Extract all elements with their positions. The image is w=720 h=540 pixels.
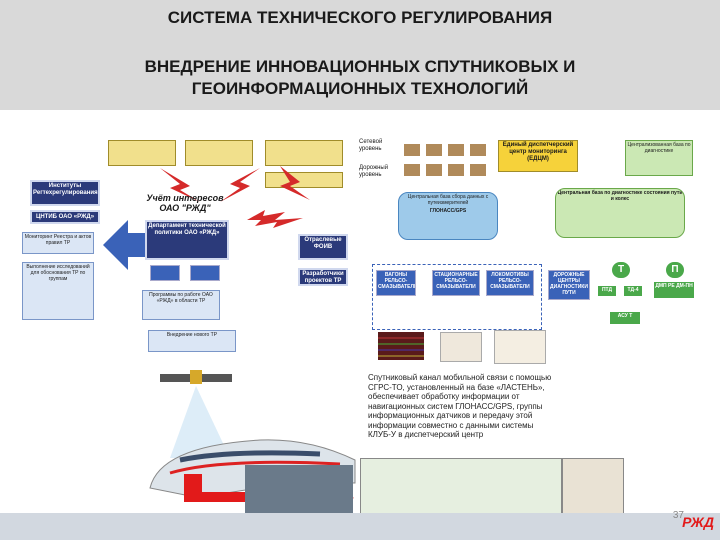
road-centers-box: ДОРОЖНЫЕ ЦЕНТРЫ ДИАГНОСТИКИ ПУТИ bbox=[548, 270, 590, 300]
implementation-box: Внедрение нового ТР bbox=[148, 330, 236, 352]
central-db-label: Центральная база сбора данных с путеизме… bbox=[407, 194, 489, 206]
blue-arrow-left bbox=[103, 220, 153, 270]
interests-label: Учёт интересов ОАО "РЖД" bbox=[146, 193, 224, 213]
top-box-4 bbox=[265, 172, 343, 188]
diag-db-box: Централизованная база по диагностике bbox=[625, 140, 693, 176]
network-level-label: Сетевой уровень bbox=[359, 139, 383, 152]
subtitle-line-1: ВНЕДРЕНИЕ ИННОВАЦИОННЫХ СПУТНИКОВЫХ И bbox=[144, 57, 576, 76]
edcm-box: Единый диспетчерский центр мониторинга (… bbox=[498, 140, 578, 172]
satellite-description: Спутниковый канал мобильной связи с помо… bbox=[368, 373, 552, 439]
map-thumbnail-2 bbox=[494, 330, 546, 364]
developers-box: Разработчики проектов ТР bbox=[298, 268, 348, 286]
red-arrow-mid bbox=[247, 210, 303, 228]
subtitle-line-2: ГЕОИНФОРМАЦИОННЫХ ТЕХНОЛОГИЙ bbox=[191, 79, 529, 98]
top-box-1 bbox=[108, 140, 176, 166]
glonass-label: ГЛОНАСС/GPS bbox=[429, 208, 467, 214]
chart-thumbnail bbox=[378, 332, 424, 360]
road-level-label: Дорожный уровень bbox=[359, 165, 389, 178]
dispatch-photo bbox=[245, 465, 353, 517]
branch-box: Отраслевые ФОИВ bbox=[298, 234, 348, 260]
page-title: СИСТЕМА ТЕХНИЧЕСКОГО РЕГУЛИРОВАНИЯ bbox=[167, 8, 553, 27]
policy-box: Департамент технической политики ОАО «РЖ… bbox=[145, 220, 229, 260]
dmp-box: ДМП РЕ ДМ-ПН bbox=[654, 282, 694, 298]
map-screenshot bbox=[360, 458, 562, 515]
map-thumbnail-1 bbox=[440, 332, 482, 362]
locomotives-box: ЛОКОМОТИВЫ РЕЛЬСО-СМАЗЫВАТЕЛИ bbox=[486, 270, 534, 296]
stationary-box: СТАЦИОНАРНЫЕ РЕЛЬСО-СМАЗЫВАТЕЛИ bbox=[432, 270, 480, 296]
policy-sub-2 bbox=[190, 265, 220, 281]
wagons-box: ВАГОНЫ РЕЛЬСО-СМАЗЫВАТЕЛИ bbox=[376, 270, 416, 296]
institutes-box: Институты Регтехрегулирования bbox=[30, 180, 100, 206]
footer bbox=[0, 513, 720, 540]
rzd-logo: РЖД bbox=[682, 514, 714, 530]
top-box-3 bbox=[265, 140, 343, 166]
wagons-group bbox=[372, 264, 542, 330]
red-arrows-top bbox=[160, 166, 310, 202]
asut-box: АСУ Т bbox=[610, 312, 640, 324]
header: СИСТЕМА ТЕХНИЧЕСКОГО РЕГУЛИРОВАНИЯ ВНЕДР… bbox=[0, 0, 720, 110]
track-db-box: Центральная база по диагностике состояни… bbox=[555, 188, 685, 238]
p-node: П bbox=[666, 262, 684, 278]
satellite-icon bbox=[160, 370, 232, 384]
top-box-2 bbox=[185, 140, 253, 166]
policy-sub-1 bbox=[150, 265, 180, 281]
map-screenshot-2 bbox=[562, 458, 624, 515]
td4-box: ТД-4 bbox=[624, 286, 642, 296]
central-db-box: Центральная база сбора данных с путеизме… bbox=[398, 192, 498, 240]
page-number: 37 bbox=[672, 510, 684, 521]
page-subtitle: ВНЕДРЕНИЕ ИННОВАЦИОННЫХ СПУТНИКОВЫХ И ГЕ… bbox=[0, 56, 720, 100]
t-node: Т bbox=[612, 262, 630, 278]
programs-box: Программы по работе ОАО «РЖД» в области … bbox=[142, 290, 220, 320]
ptd-box: ПТД bbox=[598, 286, 616, 296]
monitoring-box: Мониторинг Реестра и актов правил ТР bbox=[22, 232, 94, 254]
analysis-box: Выполнение исследований для обоснования … bbox=[22, 262, 94, 320]
servers-row bbox=[400, 140, 490, 180]
ctib-box: ЦНТИБ ОАО «РЖД» bbox=[30, 210, 100, 224]
